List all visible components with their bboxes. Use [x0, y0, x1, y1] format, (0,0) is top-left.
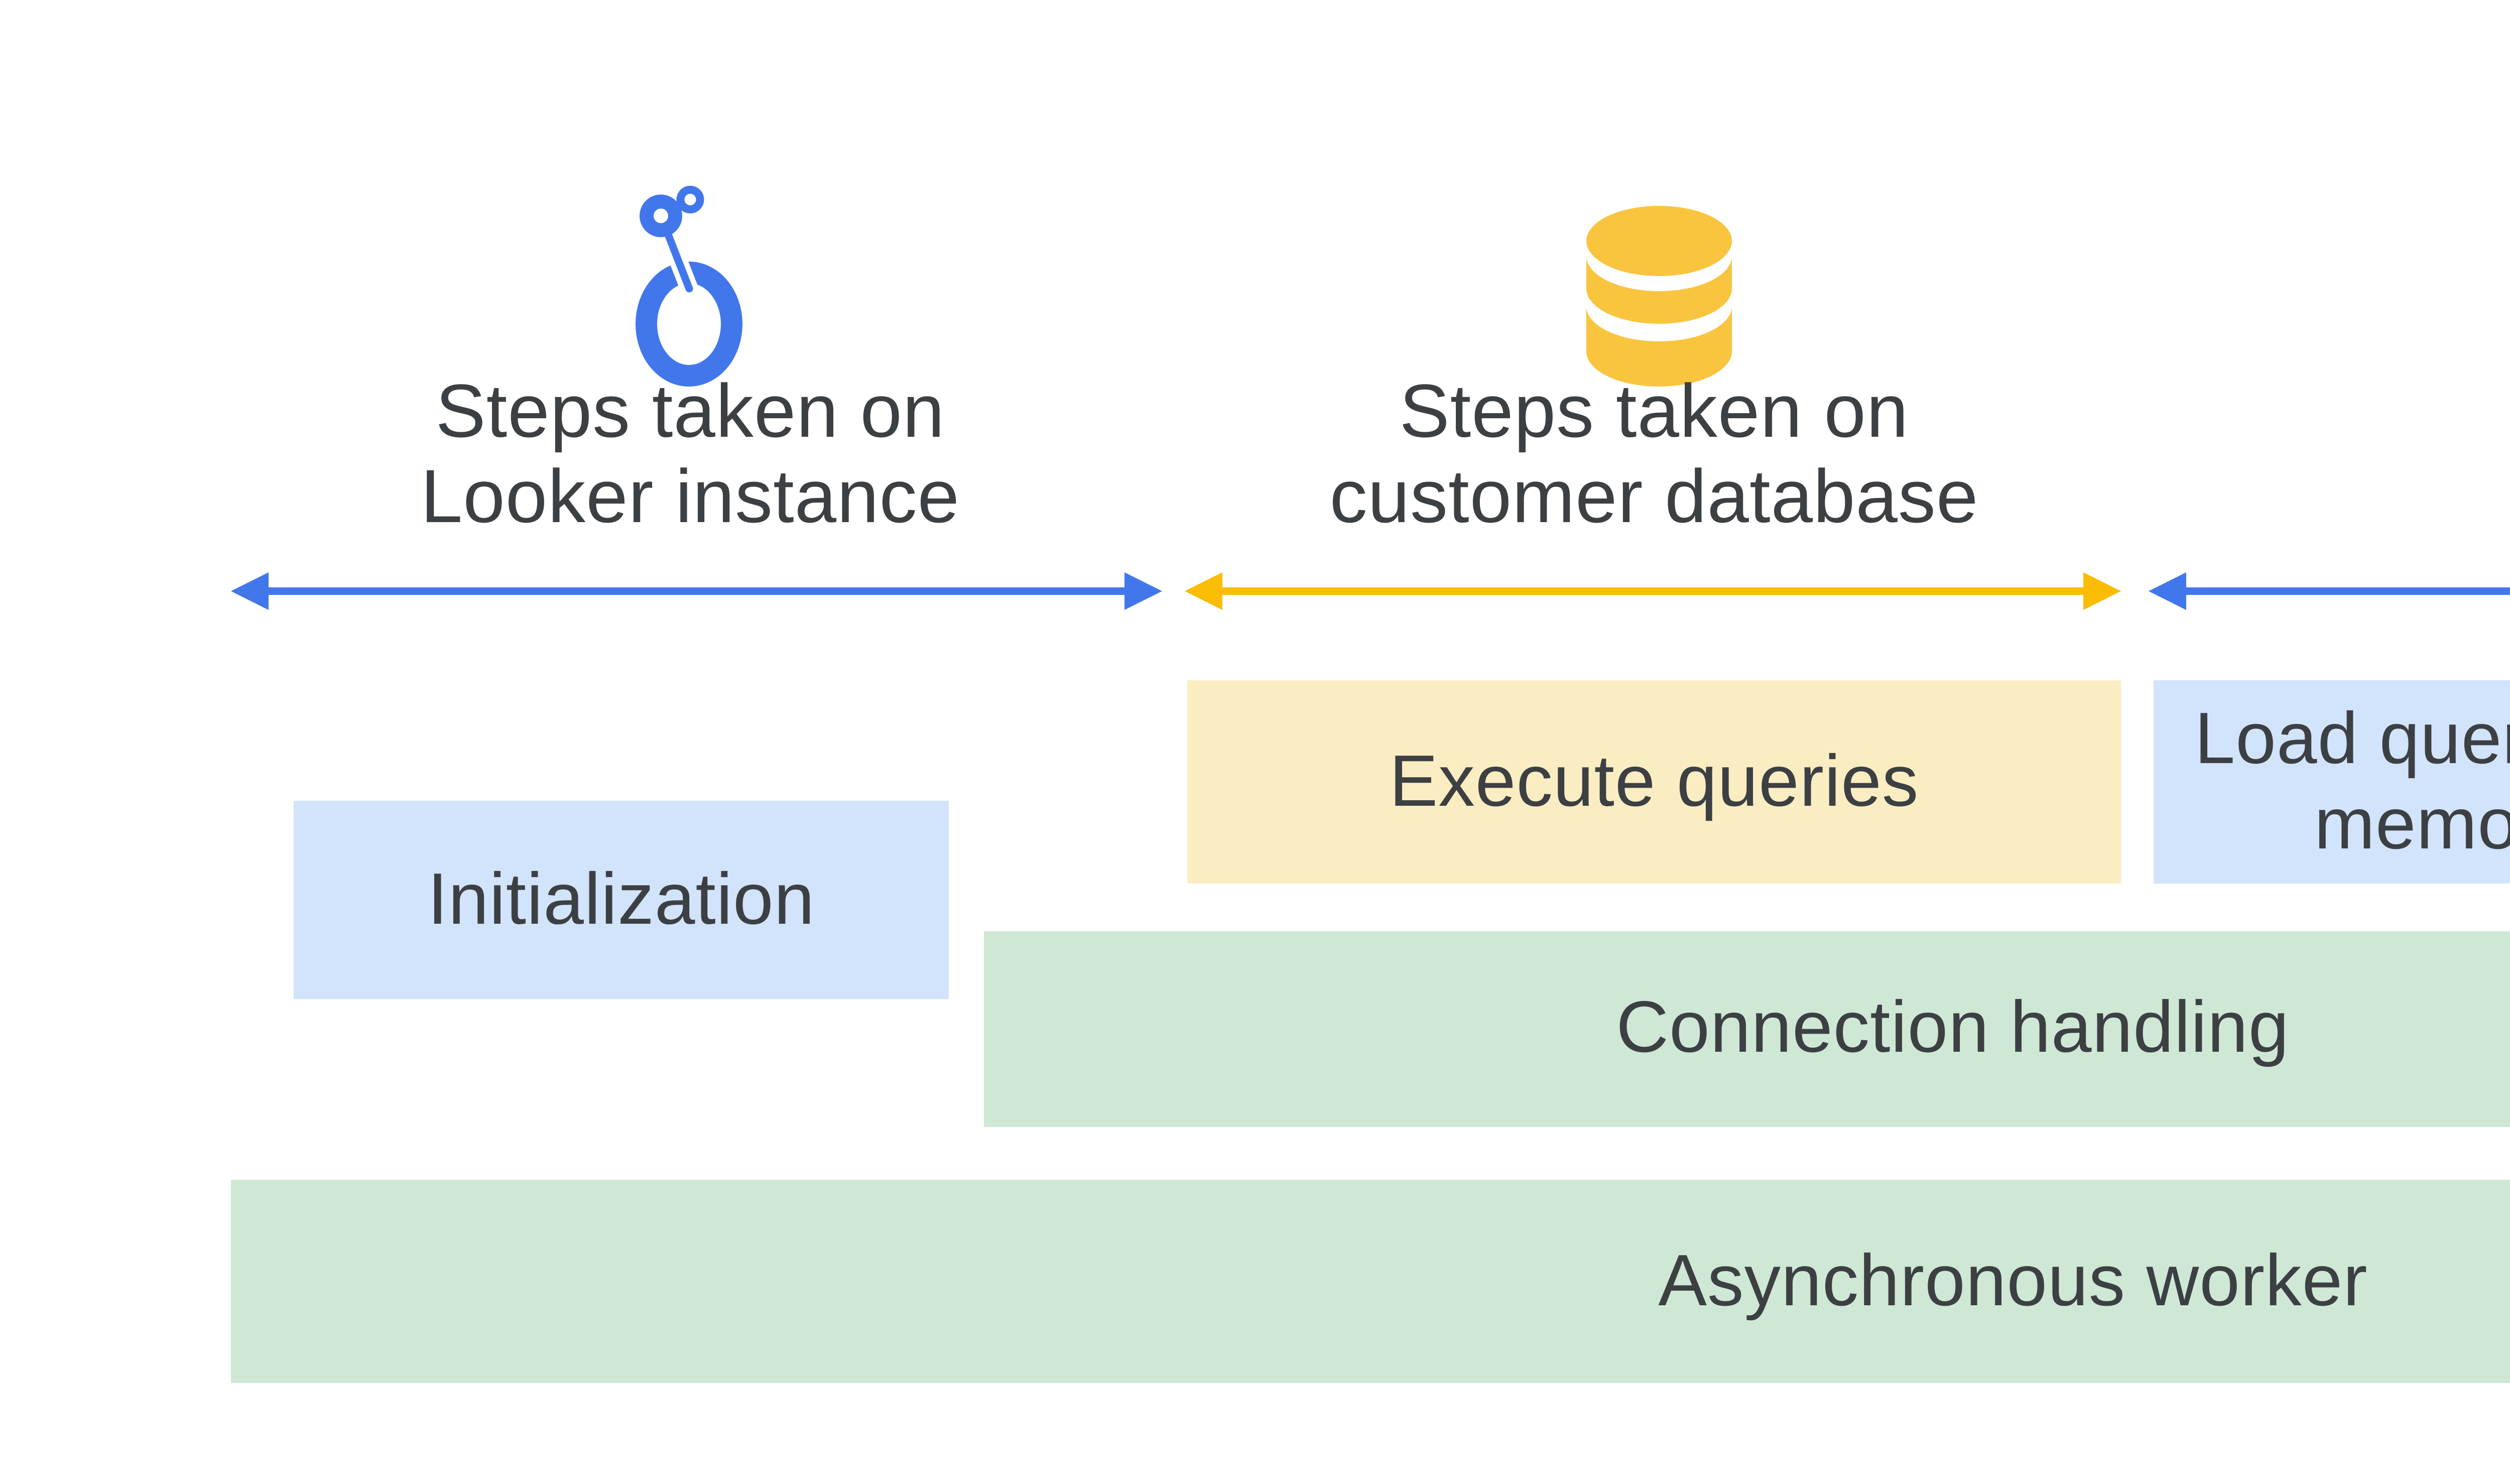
execute-queries-box: Execute queries	[1187, 680, 2121, 884]
load-queries-label: Load queries in memory	[2195, 697, 2510, 868]
section-label-line: Steps taken on	[435, 372, 945, 454]
double-arrow-looker-right	[2149, 570, 2510, 612]
load-queries-in-memory-box: Load queries in memory	[2154, 680, 2510, 884]
initialization-label: Initialization	[427, 859, 815, 940]
execute-queries-label: Execute queries	[1389, 741, 1919, 822]
section-label-line: Looker instance	[420, 457, 960, 540]
section-label-line: customer database	[1329, 457, 1979, 540]
section-label-looker-left: Steps taken on Looker instance	[289, 372, 1092, 542]
looker-icon	[615, 183, 766, 402]
asynchronous-worker-box: Asynchronous worker	[231, 1180, 2510, 1383]
double-arrow-looker-left	[231, 570, 1162, 612]
load-queries-label-line: memory	[2314, 784, 2510, 865]
connection-handling-box: Connection handling	[984, 931, 2510, 1127]
section-label-customer-database: Steps taken on customer database	[1202, 372, 2106, 542]
database-icon	[1586, 206, 1732, 399]
asynchronous-worker-label: Asynchronous worker	[1658, 1241, 2368, 1322]
section-label-line: Steps taken on	[1399, 372, 1909, 454]
connection-handling-label: Connection handling	[1616, 989, 2290, 1069]
initialization-box: Initialization	[294, 801, 949, 999]
load-queries-label-line: Load queries in	[2194, 699, 2510, 780]
double-arrow-customer-database	[1185, 570, 2121, 612]
